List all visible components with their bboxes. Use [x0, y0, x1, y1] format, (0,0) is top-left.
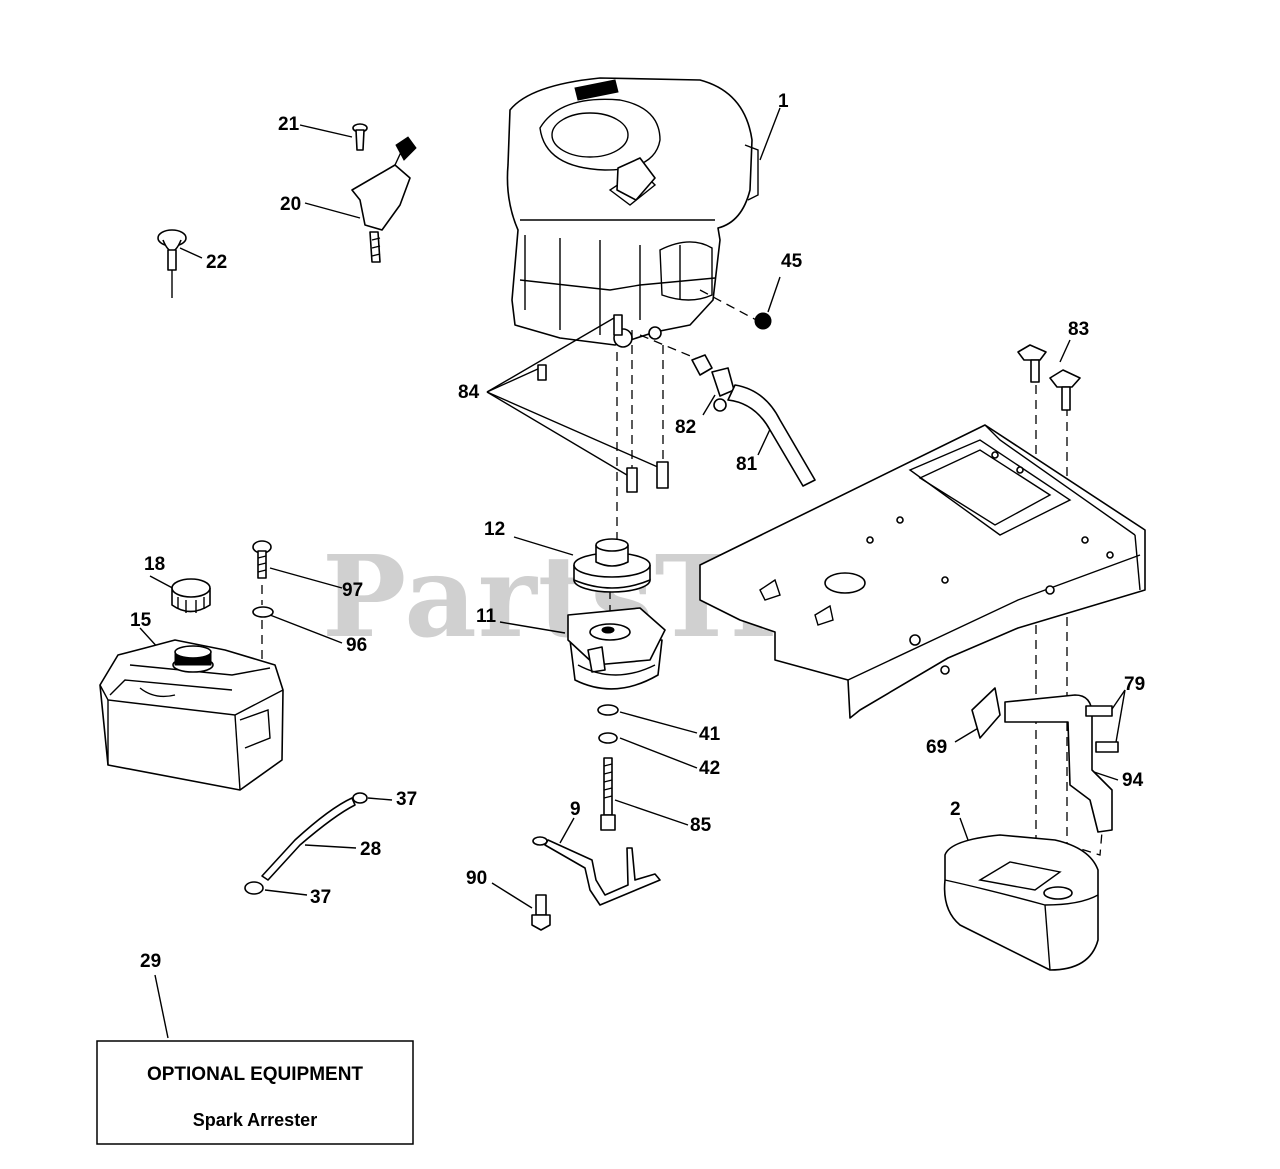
fuel-line-81[interactable] [727, 384, 816, 487]
callout-69: 69 [926, 737, 947, 758]
bolts-79[interactable] [1085, 705, 1119, 753]
bolt-84[interactable] [537, 314, 669, 493]
callout-15: 15 [130, 610, 152, 631]
callout-9: 9 [570, 799, 581, 820]
callout-12: 12 [484, 519, 505, 540]
callout-lines [139, 107, 1126, 1039]
callout-labels: 1 2 9 11 12 15 18 20 21 22 28 29 37 37 4… [130, 91, 1145, 972]
callout-41: 41 [699, 724, 721, 745]
callout-29: 29 [140, 951, 161, 972]
bracket-9[interactable] [532, 836, 661, 906]
callout-96: 96 [346, 635, 367, 656]
callout-81: 81 [736, 454, 758, 475]
callout-42: 42 [699, 758, 720, 779]
muffler-2[interactable] [943, 834, 1099, 971]
washer-96[interactable] [252, 606, 274, 618]
fuel-cap-18[interactable] [171, 578, 211, 613]
callout-18: 18 [144, 554, 165, 575]
clamp-82[interactable] [691, 354, 735, 412]
clamp-37[interactable] [244, 792, 368, 895]
frame[interactable] [699, 424, 1146, 719]
callout-37-bottom: 37 [310, 887, 331, 908]
callout-28: 28 [360, 839, 381, 860]
callout-83: 83 [1068, 319, 1089, 340]
callout-21: 21 [278, 114, 300, 135]
bolts-83[interactable] [1017, 344, 1081, 411]
optional-equipment-box: OPTIONAL EQUIPMENT Spark Arrester [96, 1040, 414, 1145]
callout-79: 79 [1124, 674, 1145, 695]
gasket-69[interactable] [971, 687, 1001, 739]
knob-22[interactable] [157, 229, 187, 298]
optional-equipment-title: OPTIONAL EQUIPMENT [147, 1064, 363, 1085]
fuel-tank-15[interactable] [99, 639, 284, 791]
callout-37-top: 37 [396, 789, 417, 810]
bolt-85[interactable] [600, 757, 616, 831]
fuel-line-28[interactable] [261, 797, 356, 881]
pulley-12[interactable] [573, 538, 651, 593]
callout-11: 11 [476, 606, 497, 627]
callout-20: 20 [280, 194, 301, 215]
screw-97[interactable] [252, 540, 272, 579]
callout-90: 90 [466, 868, 487, 889]
callout-2: 2 [950, 799, 961, 820]
clutch-11[interactable] [567, 607, 666, 690]
callout-85: 85 [690, 815, 712, 836]
callout-22: 22 [206, 252, 227, 273]
nut-45[interactable] [754, 312, 772, 330]
engine[interactable] [506, 77, 759, 348]
optional-equipment-item: Spark Arrester [193, 1110, 317, 1130]
callout-94: 94 [1122, 770, 1144, 791]
screw-21[interactable] [352, 123, 368, 151]
washers-41-42[interactable] [597, 704, 619, 744]
callout-97: 97 [342, 580, 363, 601]
callout-1: 1 [778, 91, 789, 112]
assembly-lines [261, 289, 1104, 856]
callout-82: 82 [675, 417, 696, 438]
callout-84: 84 [458, 382, 480, 403]
throttle-control[interactable] [351, 136, 417, 263]
bolt-90[interactable] [531, 894, 551, 931]
callout-45: 45 [781, 251, 803, 272]
